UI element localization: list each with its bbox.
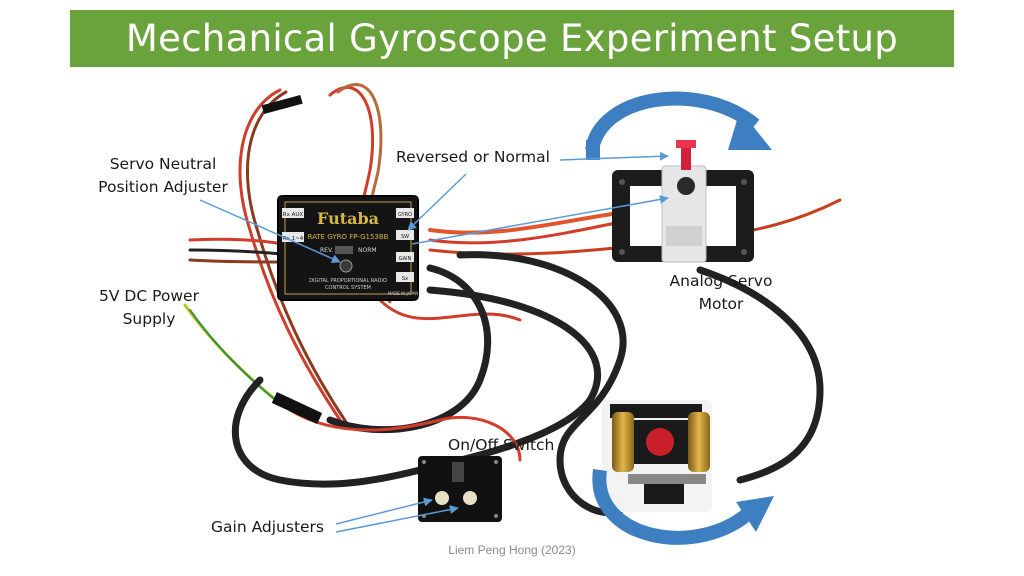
gyro-switch-right: NORM — [358, 247, 377, 254]
servo-motor-label-line1: Analog Servo — [669, 272, 773, 290]
rotation-arrow-bottom-head — [736, 496, 774, 532]
gyro-tag-right-1: SW — [401, 234, 409, 240]
title-banner: Mechanical Gyroscope Experiment Setup — [70, 10, 954, 67]
servo-neutral-label-line1: Servo Neutral — [109, 155, 217, 173]
servo-neutral-label: Servo Neutral Position Adjuster — [98, 153, 228, 199]
power-supply-label-line2: Supply — [122, 310, 176, 328]
switch-box — [418, 456, 502, 522]
gain-knob-left[interactable] — [435, 491, 449, 505]
gyro-switch-left: REV. — [320, 247, 333, 254]
pointer-lines — [199, 151, 669, 533]
gyro-tag-left-1: Rx 1~4 — [283, 236, 304, 242]
gain-knob-right[interactable] — [463, 491, 477, 505]
gyro-made-in: MADE IN JAPAN — [388, 291, 418, 296]
gyro-footer-1: DIGITAL PROPORTIONAL RADIO — [309, 278, 387, 284]
servo-motor-label: Analog Servo Motor — [664, 270, 778, 316]
on-off-switch-label: On/Off Switch — [448, 436, 555, 454]
rotation-arrows — [585, 91, 774, 545]
power-supply-label: 5V DC Power Supply — [96, 285, 202, 331]
gain-adjusters-label: Gain Adjusters — [211, 518, 325, 536]
slide-title: Mechanical Gyroscope Experiment Setup — [125, 17, 899, 60]
gyroscope-flywheel — [602, 400, 712, 512]
power-supply-label-line1: 5V DC Power — [99, 287, 199, 305]
gyro-tag-right-0: GYRO — [398, 212, 412, 218]
reverse-switch[interactable] — [335, 246, 353, 254]
rate-gyro-unit: Futaba RATE GYRO FP-G153BB REV. NORM DIG… — [277, 195, 419, 301]
on-off-toggle[interactable] — [452, 462, 464, 482]
gyro-tag-left-0: Rx AUX — [283, 212, 304, 218]
flywheel-springs — [628, 474, 706, 484]
reversed-normal-label: Reversed or Normal — [396, 148, 550, 166]
rotation-arrow-top-head — [728, 110, 772, 150]
servo-motor-label-line2: Motor — [698, 295, 744, 313]
credit-text: Liem Peng Hong (2023) — [448, 543, 576, 557]
servo-horn-handle — [681, 140, 691, 170]
neutral-adjuster-knob[interactable] — [339, 259, 353, 273]
servo-neutral-label-line2: Position Adjuster — [98, 178, 228, 196]
gyro-tag-right-3: Sx — [402, 276, 408, 282]
gyro-model: RATE GYRO FP-G153BB — [308, 233, 389, 241]
gyro-footer-2: CONTROL SYSTEM — [325, 285, 371, 291]
gyro-tag-right-2: GAIN — [399, 256, 412, 262]
servo-motor-assembly — [612, 140, 754, 263]
gyro-brand: Futaba — [317, 209, 379, 228]
